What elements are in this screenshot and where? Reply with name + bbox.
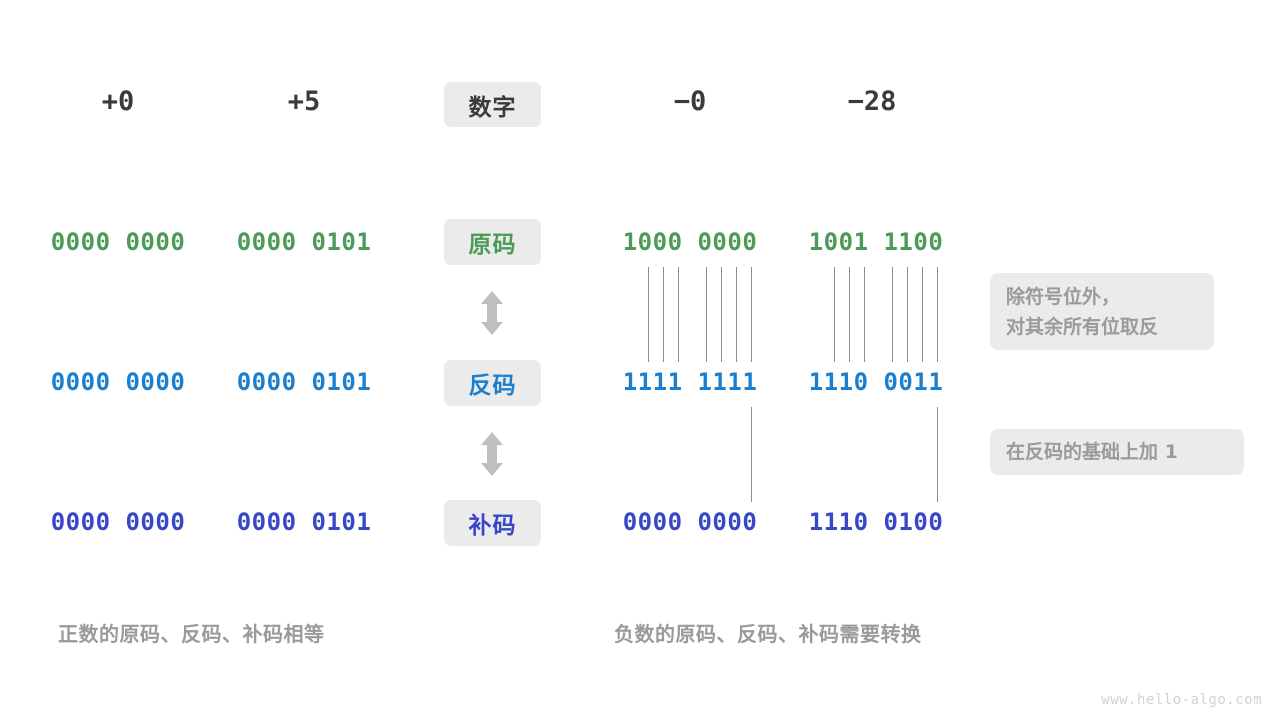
watermark: www.hello-algo.com bbox=[1101, 692, 1262, 708]
connector-line bbox=[907, 267, 908, 362]
note-add-one: 在反码的基础上加 1 bbox=[990, 429, 1244, 475]
bits-twos-complement-plus-zero: 0000 0000 bbox=[50, 508, 186, 536]
connector-line bbox=[937, 267, 938, 362]
column-header-plus-zero: +0 bbox=[101, 86, 135, 117]
column-header-plus-five: +5 bbox=[287, 86, 321, 117]
bits-ones-complement-plus-zero: 0000 0000 bbox=[50, 368, 186, 396]
caption-negative: 负数的原码、反码、补码需要转换 bbox=[614, 622, 922, 646]
bits-sign-magnitude-minus-28: 1001 1100 bbox=[808, 228, 944, 256]
row-label-ones-complement: 反码 bbox=[444, 360, 541, 406]
row-label-sign-magnitude: 原码 bbox=[444, 219, 541, 265]
connector-line bbox=[849, 267, 850, 362]
connector-line bbox=[648, 267, 649, 362]
bits-sign-magnitude-plus-zero: 0000 0000 bbox=[50, 228, 186, 256]
connector-line bbox=[922, 267, 923, 362]
bits-twos-complement-plus-five: 0000 0101 bbox=[236, 508, 372, 536]
row-label-number: 数字 bbox=[444, 82, 541, 127]
connector-line bbox=[678, 267, 679, 362]
connector-line bbox=[663, 267, 664, 362]
note-invert-bits: 除符号位外， 对其余所有位取反 bbox=[990, 273, 1214, 350]
connector-line bbox=[736, 267, 737, 362]
bits-ones-complement-minus-zero: 1111 1111 bbox=[622, 368, 758, 396]
bits-twos-complement-minus-28: 1110 0100 bbox=[808, 508, 944, 536]
bits-ones-complement-plus-five: 0000 0101 bbox=[236, 368, 372, 396]
connector-line bbox=[937, 407, 938, 502]
connector-line bbox=[721, 267, 722, 362]
bits-sign-magnitude-plus-five: 0000 0101 bbox=[236, 228, 372, 256]
bits-sign-magnitude-minus-zero: 1000 0000 bbox=[622, 228, 758, 256]
connector-line bbox=[864, 267, 865, 362]
connector-line bbox=[751, 267, 752, 362]
connector-line bbox=[892, 267, 893, 362]
connector-line bbox=[751, 407, 752, 502]
column-header-minus-28: −28 bbox=[847, 86, 897, 117]
bits-twos-complement-minus-zero: 0000 0000 bbox=[622, 508, 758, 536]
double-headed-vertical-arrow-icon bbox=[479, 432, 505, 476]
bits-ones-complement-minus-28: 1110 0011 bbox=[808, 368, 944, 396]
column-header-minus-zero: −0 bbox=[673, 86, 707, 117]
connector-line bbox=[706, 267, 707, 362]
connector-line bbox=[834, 267, 835, 362]
row-label-twos-complement: 补码 bbox=[444, 500, 541, 546]
double-headed-vertical-arrow-icon bbox=[479, 291, 505, 335]
caption-positive: 正数的原码、反码、补码相等 bbox=[58, 622, 325, 646]
